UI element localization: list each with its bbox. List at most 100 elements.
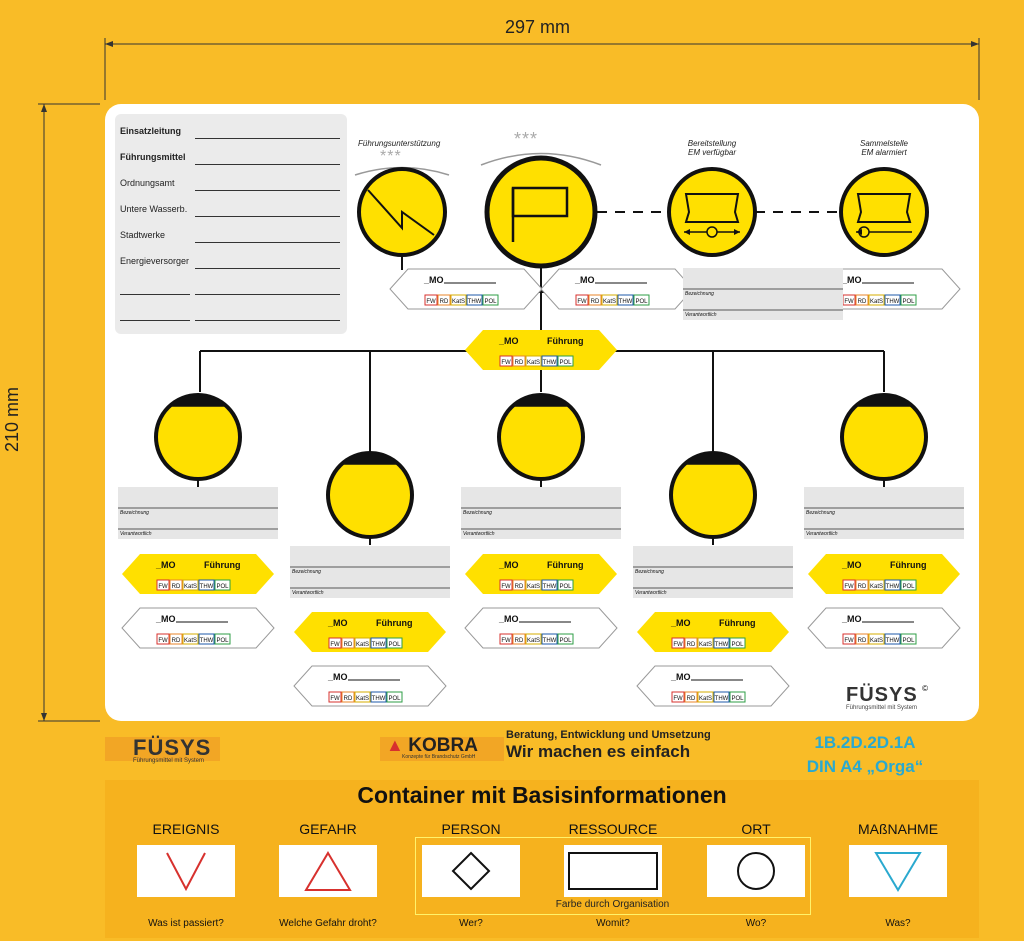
info-label: Untere Wasserb. [120, 204, 188, 214]
sub-unit [669, 451, 757, 545]
org-chip-label: THW [468, 299, 482, 305]
org-chip-label: RD [858, 299, 867, 305]
org-chip [341, 691, 355, 703]
tag-fuehrung-label: Führung [547, 336, 584, 346]
circle-icon [737, 852, 775, 890]
org-chip-label: FW [501, 584, 511, 590]
org-chip [541, 579, 558, 591]
org-chip-label: POL [484, 299, 497, 305]
sub-unit-cap [168, 395, 228, 407]
tag-fuehrung-label: Führung [547, 560, 584, 570]
org-chip-label: KatS [527, 584, 540, 590]
org-chip-label: THW [886, 638, 900, 644]
org-chip-label: RD [858, 584, 867, 590]
info-line [195, 138, 340, 139]
org-chip [697, 637, 714, 649]
question-ressource: Womit? [596, 918, 630, 929]
org-chip [557, 579, 574, 591]
org-chip-label: POL [635, 299, 648, 305]
bereitstellung-label: Bereitstellung EM verfügbar [672, 139, 752, 157]
sub-unit-cap [511, 395, 571, 407]
org-chip [341, 637, 355, 649]
verantwortlich-label: Verantwortlich [463, 531, 495, 537]
card-gefahr [279, 845, 377, 897]
info-line [195, 216, 340, 217]
sammelstelle-unit [839, 167, 929, 257]
fuehrungsunterstuetzung-label: Führungsunterstützung [358, 139, 441, 148]
org-chip-label: KatS [184, 584, 197, 590]
org-chip-label: FW [426, 299, 436, 305]
org-chip-label: RD [687, 642, 696, 648]
verantwortlich-label: Verantwortlich [292, 590, 324, 596]
tag-mo-label: _MO [670, 618, 691, 628]
org-chip-label: FW [844, 299, 854, 305]
org-chip [354, 637, 371, 649]
sub-unit-circle [326, 451, 414, 539]
org-chip-label: RD [858, 638, 867, 644]
sub-unit [154, 393, 242, 487]
info-box: Einsatzleitung Führungsmittel Ordnungsam… [115, 114, 347, 334]
sub-unit-circle [669, 451, 757, 539]
org-chip [884, 633, 901, 645]
org-chip-label: RD [687, 696, 696, 702]
org-chip-label: RD [591, 299, 600, 305]
bezeichnung-label: Bezeichnung [120, 510, 149, 516]
verantwortlich-label: Verantwortlich [635, 590, 667, 596]
org-chip [525, 579, 542, 591]
card-person [422, 845, 520, 897]
sub-unit-cap [340, 453, 400, 465]
org-chip [633, 294, 650, 306]
label-box-bg [804, 487, 964, 539]
org-chip [214, 633, 231, 645]
board-logo-name: FÜSYS [846, 684, 918, 706]
org-chip-label: THW [619, 299, 633, 305]
org-chip [588, 294, 602, 306]
inverted-triangle-icon [874, 852, 922, 892]
tag-mo-label: _MO [155, 614, 176, 624]
kobra-logo: ▲ KOBRA Konzepte für Brandschutz GmbH [386, 735, 478, 760]
chevron-v-icon [166, 852, 206, 892]
org-chip [512, 355, 526, 367]
org-chip [482, 294, 499, 306]
org-chip [169, 579, 183, 591]
bezeichnung-label: Bezeichnung [292, 569, 321, 575]
org-chip [684, 691, 698, 703]
org-chip [557, 633, 574, 645]
org-chip-label: FW [844, 638, 854, 644]
tag-mo-label: _MO [155, 560, 176, 570]
label-box-bg [683, 268, 843, 320]
category-label-ort: ORT [741, 821, 771, 837]
org-chip [884, 294, 901, 306]
org-chip-label: FW [577, 299, 587, 305]
org-chip-label: KatS [699, 642, 712, 648]
org-chip-label: POL [388, 696, 401, 702]
card-ressource [564, 845, 662, 897]
fuesys-logo-bg [105, 737, 220, 761]
org-chip-label: KatS [699, 696, 712, 702]
sub-units [154, 393, 928, 545]
fuesys-logo-tagline: Führungsmittel mit System [133, 758, 205, 764]
info-line [195, 320, 340, 321]
org-chip [729, 637, 746, 649]
org-chip [214, 579, 231, 591]
org-chip-label: RD [515, 638, 524, 644]
org-chip [525, 355, 542, 367]
org-chip-label: FW [330, 696, 340, 702]
org-chip-label: THW [543, 638, 557, 644]
board-logo-copyright: © [922, 684, 929, 693]
org-chip [900, 633, 917, 645]
org-chip [855, 579, 869, 591]
question-ort: Wo? [745, 918, 767, 929]
fuesys-logo-name: FÜSYS [133, 735, 212, 760]
org-chip-label: RD [344, 642, 353, 648]
